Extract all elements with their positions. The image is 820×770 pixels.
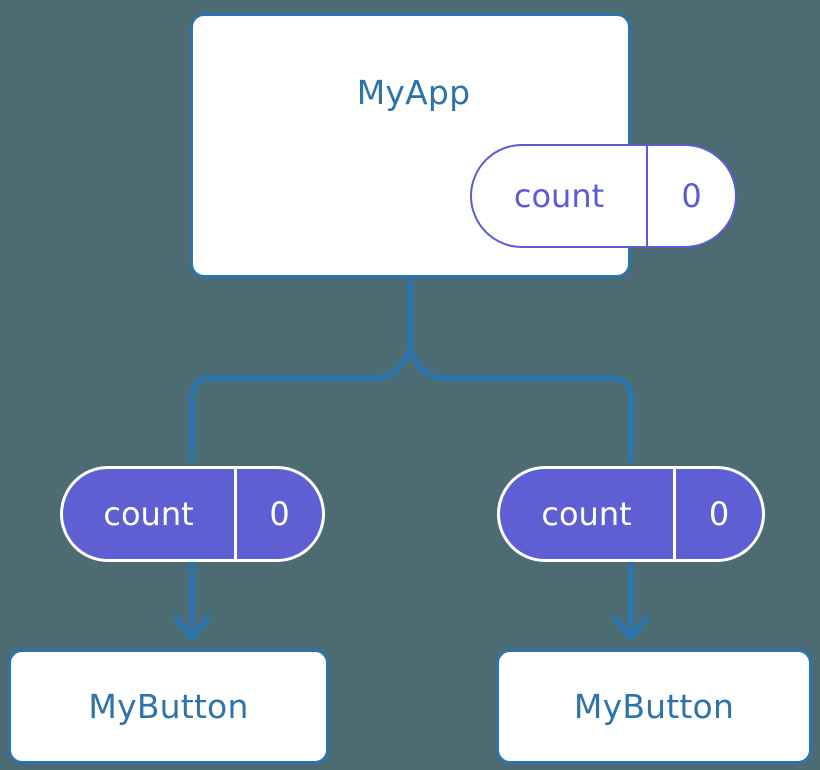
component-box-mybutton-right[interactable]: MyButton [496, 649, 812, 764]
props-pill-left[interactable]: count 0 [60, 466, 325, 562]
component-label-myapp: MyApp [356, 73, 471, 112]
arrow-down-icon-right [612, 615, 650, 641]
props-pill-right-name: count [500, 469, 676, 559]
state-pill-count[interactable]: count 0 [470, 144, 737, 248]
connector-branch-left [189, 346, 413, 463]
connector-branch-right [407, 346, 634, 463]
component-box-mybutton-left[interactable]: MyButton [8, 649, 329, 764]
props-pill-left-name: count [63, 469, 237, 559]
component-label-mybutton-right: MyButton [573, 687, 735, 726]
props-pill-right-value: 0 [708, 495, 730, 533]
props-pill-right[interactable]: count 0 [497, 466, 765, 562]
state-pill-name: count [472, 146, 648, 246]
arrow-down-icon-left [173, 615, 211, 641]
state-pill-value: 0 [681, 177, 702, 215]
component-box-myapp[interactable]: MyApp count 0 [190, 13, 737, 278]
props-pill-left-value: 0 [269, 495, 290, 533]
component-label-mybutton-left: MyButton [88, 687, 249, 726]
